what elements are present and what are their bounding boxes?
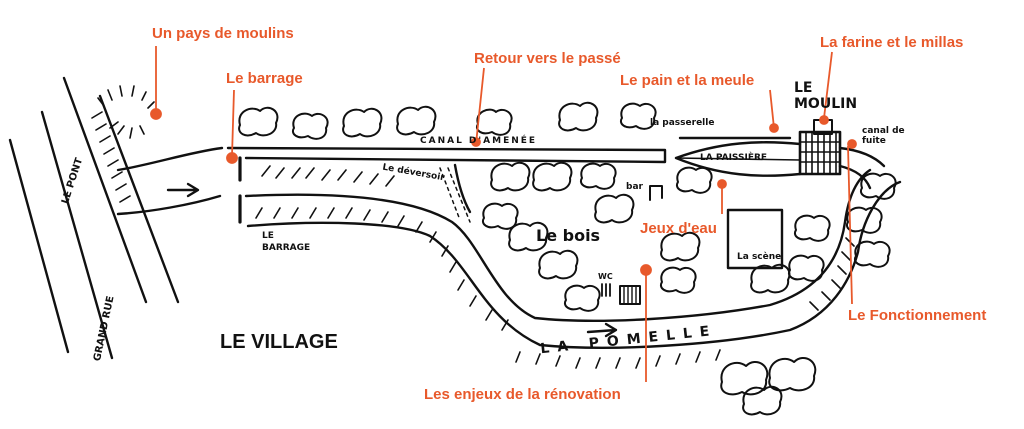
bank-hatching-south bbox=[255, 207, 509, 331]
scene-label: La scène bbox=[737, 252, 782, 262]
canal-trees bbox=[238, 101, 657, 140]
callout-retour-passe[interactable]: Retour vers le passé bbox=[474, 50, 621, 67]
passerelle-label: la passerelle bbox=[650, 118, 715, 128]
callout-fonctionnement[interactable]: Le Fonctionnement bbox=[848, 307, 987, 324]
village-label: LE VILLAGE bbox=[220, 331, 338, 353]
flow-arrow-1 bbox=[166, 182, 200, 198]
pont-bridge bbox=[62, 76, 180, 304]
east-trees bbox=[846, 172, 897, 268]
wood-trees bbox=[482, 161, 831, 312]
canal-amenee-label: CANAL D'AMENÉE bbox=[420, 136, 538, 146]
south-trees bbox=[720, 357, 817, 416]
bar-building bbox=[649, 185, 663, 201]
bank-hatching-east bbox=[809, 237, 855, 311]
bank-hatching-river-south bbox=[515, 349, 721, 369]
bank-hatching-north bbox=[261, 165, 395, 187]
mill-building bbox=[798, 130, 842, 176]
callout-enjeux-renovation[interactable]: Les enjeux de la rénovation bbox=[424, 386, 621, 403]
callout-pain-meule[interactable]: Le pain et la meule bbox=[620, 72, 755, 89]
callout-pays-moulins[interactable]: Un pays de moulins bbox=[152, 25, 294, 42]
deversoir-hatching bbox=[439, 167, 471, 223]
wc-bridge bbox=[619, 285, 641, 305]
bridge-hatching bbox=[91, 111, 131, 203]
callout-jeux-eau[interactable]: Jeux d'eau bbox=[640, 220, 717, 237]
flow-arrow-2 bbox=[586, 322, 618, 338]
grand-rue-street bbox=[8, 110, 114, 360]
callout-farine-millas[interactable]: La farine et le millas bbox=[820, 34, 964, 51]
le-bois-label: Le bois bbox=[536, 226, 601, 245]
paissiere-detail bbox=[675, 157, 801, 161]
bar-label: bar bbox=[626, 182, 643, 192]
canal-fuite-label: canal de fuite bbox=[862, 126, 905, 146]
pomelle-river bbox=[244, 168, 872, 322]
river-upstream bbox=[116, 146, 224, 216]
canal-de-fuite bbox=[838, 146, 886, 190]
canal-amenee bbox=[226, 146, 667, 164]
callout-leaders bbox=[150, 46, 857, 382]
moulin-label: LE MOULIN bbox=[794, 80, 858, 112]
paissiere bbox=[674, 141, 802, 177]
paissiere-label: LA PAISSIÈRE bbox=[700, 153, 768, 163]
mill-hatching bbox=[799, 131, 841, 175]
pomelle-river-bank bbox=[246, 180, 902, 349]
wc-building bbox=[601, 283, 611, 297]
wc-label: WC bbox=[598, 272, 613, 281]
stage-area bbox=[726, 208, 784, 270]
hill-sketch bbox=[97, 85, 155, 139]
le-barrage-label: LE BARRAGE bbox=[262, 231, 311, 253]
deversoir-channel bbox=[453, 163, 472, 214]
wc-bridge-detail bbox=[623, 285, 637, 305]
callout-barrage[interactable]: Le barrage bbox=[226, 70, 303, 87]
